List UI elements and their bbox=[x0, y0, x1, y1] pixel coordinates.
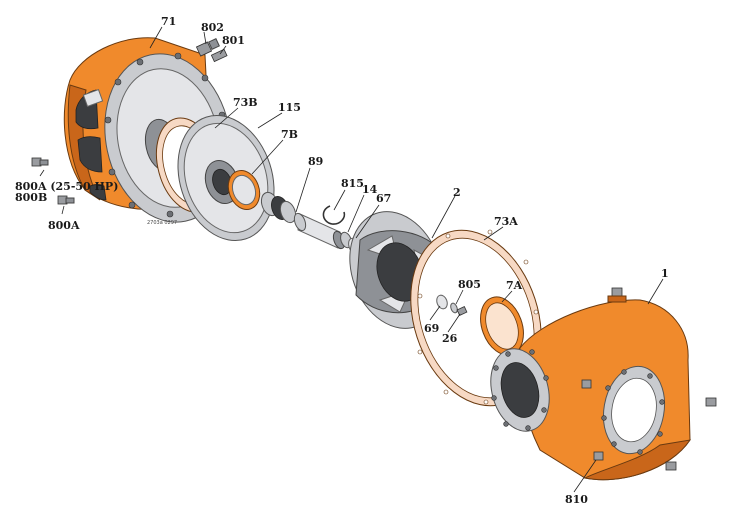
part-802-plug bbox=[195, 38, 220, 57]
part-801-fitting bbox=[210, 48, 228, 63]
part-26-screw bbox=[456, 306, 468, 316]
label-67: 67 bbox=[376, 192, 391, 205]
label-800A-25-50HP: 800A (25-50 HP) bbox=[15, 180, 118, 193]
drawing-number: 2703a 0297 bbox=[147, 220, 177, 226]
part-7A-wear-ring bbox=[480, 296, 524, 356]
label-801: 801 bbox=[222, 34, 245, 47]
part-69-washer bbox=[436, 294, 448, 310]
leader-lines bbox=[39, 26, 664, 493]
label-26: 26 bbox=[442, 332, 458, 345]
label-115: 115 bbox=[278, 101, 301, 114]
part-815-snap-ring bbox=[322, 205, 346, 225]
label-1: 1 bbox=[661, 267, 669, 280]
label-800A: 800A bbox=[48, 219, 80, 232]
label-810: 810 bbox=[565, 493, 588, 506]
part-800A-bolt bbox=[57, 195, 75, 205]
part-7B-wear-ring bbox=[227, 170, 261, 210]
label-2: 2 bbox=[453, 186, 461, 199]
part-1-pump-casing bbox=[490, 287, 717, 481]
label-71: 71 bbox=[161, 15, 176, 28]
label-815: 815 bbox=[341, 177, 364, 190]
part-800B-bolt bbox=[31, 157, 49, 167]
label-7A: 7A bbox=[506, 279, 523, 292]
label-89: 89 bbox=[308, 155, 323, 168]
label-14: 14 bbox=[362, 183, 378, 196]
label-7B: 7B bbox=[281, 128, 298, 141]
label-805: 805 bbox=[458, 278, 481, 291]
label-800B: 800B bbox=[15, 191, 47, 204]
callout-labels: 71 802 801 73B 115 7B 89 815 14 67 2 73A… bbox=[15, 15, 669, 506]
part-89-mechanical-seal bbox=[260, 191, 346, 250]
part-115-seal-plate bbox=[177, 114, 275, 242]
label-73B: 73B bbox=[233, 96, 258, 109]
label-69: 69 bbox=[424, 322, 439, 335]
label-73A: 73A bbox=[494, 215, 518, 228]
part-805-washer bbox=[450, 302, 458, 314]
label-802: 802 bbox=[201, 21, 224, 34]
